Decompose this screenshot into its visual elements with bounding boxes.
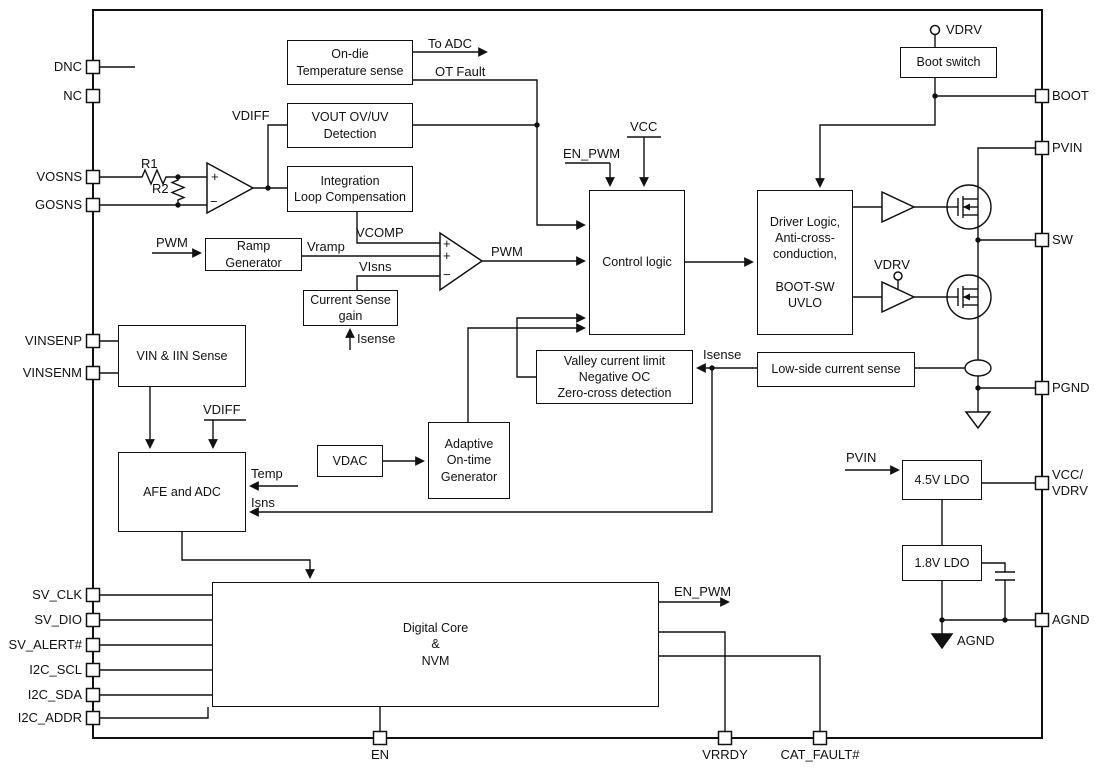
ground-symbols <box>930 411 992 650</box>
pin-label-vinsenp: VINSENP <box>24 333 82 348</box>
pin-label-nc: NC <box>63 88 82 103</box>
block-vin-iin-sense: VIN & IIN Sense <box>118 325 246 387</box>
label-to-adc: To ADC <box>428 36 473 51</box>
pin-squares <box>85 59 1050 746</box>
pin-label-vcc-vdrv: VCC/ VDRV <box>1052 467 1088 498</box>
block-low-side-current-sense: Low-side current sense <box>757 352 915 387</box>
label-ot-fault: OT Fault <box>435 64 486 79</box>
label-agnd-symbol: AGND <box>957 633 995 648</box>
pin-label-sv-dio: SV_DIO <box>34 612 82 627</box>
error-amplifier-opamp <box>206 161 255 215</box>
agnd-ground-symbol <box>930 633 954 650</box>
label-pwm-comparator: PWM <box>491 244 523 259</box>
label-vdrv-driver: VDRV <box>874 257 910 272</box>
pin-label-dnc: DNC <box>53 59 82 74</box>
pin-label-i2c-scl: I2C_SCL <box>29 662 82 677</box>
comparator-plus-sign-1: + <box>443 236 451 251</box>
block-afe-adc: AFE and ADC <box>118 452 246 532</box>
pin-label-sv-alert: SV_ALERT# <box>8 637 82 652</box>
pin-label-vosns: VOSNS <box>36 169 82 184</box>
supply-terminals <box>893 24 941 281</box>
block-current-sense-gain: Current Sense gain <box>303 290 398 326</box>
pin-label-cat-fault: CAT_FAULT# <box>780 747 860 762</box>
label-isense-cs-gain: Isense <box>357 331 396 346</box>
block-vout-ovuv-detection: VOUT OV/UV Detection <box>287 103 413 148</box>
block-integration-loop-compensation: Integration Loop Compensation <box>287 166 413 212</box>
label-isense-valley: Isense <box>703 347 742 362</box>
block-valley-current-limit: Valley current limit Negative OC Zero-cr… <box>536 350 693 404</box>
vdrv-terminal-top <box>929 24 941 36</box>
block-driver-logic: Driver Logic, Anti-cross- conduction, BO… <box>757 190 853 335</box>
label-vdiff-top: VDIFF <box>232 108 270 123</box>
pin-label-sw: SW <box>1052 232 1073 247</box>
high-side-gate-driver <box>881 190 916 224</box>
mosfet-internals <box>949 196 979 308</box>
wires <box>100 34 1035 731</box>
block-ldo-1v8: 1.8V LDO <box>902 545 982 581</box>
pin-label-pgnd: PGND <box>1052 380 1090 395</box>
label-pvin-ldo: PVIN <box>846 450 877 465</box>
opamp-minus-sign: − <box>210 194 218 209</box>
comparator-plus-sign-2: + <box>443 248 451 263</box>
pin-label-vrrdy: VRRDY <box>702 747 748 762</box>
block-ramp-generator: Ramp Generator <box>205 238 302 271</box>
pwm-comparator <box>439 231 484 292</box>
pin-label-i2c-addr: I2C_ADDR <box>17 710 82 725</box>
pin-label-en: EN <box>370 747 390 762</box>
label-r1: R1 <box>141 156 158 171</box>
label-pwm-ramp: PWM <box>156 235 188 250</box>
block-temperature-sense: On-die Temperature sense <box>287 40 413 85</box>
low-side-body-arrow <box>963 293 970 301</box>
label-r2: R2 <box>152 181 169 196</box>
low-side-gate-driver <box>881 280 916 314</box>
vdrv-terminal-driver <box>893 271 903 281</box>
label-en-pwm-control: EN_PWM <box>563 146 621 161</box>
terminal-label-vdrv-top: VDRV <box>946 22 982 37</box>
pin-label-boot: BOOT <box>1052 88 1089 103</box>
block-ldo-4v5: 4.5V LDO <box>902 460 982 500</box>
label-isns: Isns <box>251 495 275 510</box>
current-sense-element <box>964 359 992 377</box>
pgnd-ground-symbol <box>964 411 992 430</box>
label-vcomp: VCOMP <box>356 225 404 240</box>
block-boot-switch: Boot switch <box>900 47 997 78</box>
label-vcc: VCC <box>630 119 658 134</box>
comparator-minus-sign: − <box>443 267 451 282</box>
block-digital-core-nvm: Digital Core & NVM <box>212 582 659 707</box>
label-en-pwm-out: EN_PWM <box>674 584 732 599</box>
pin-label-i2c-sda: I2C_SDA <box>27 687 82 702</box>
label-vdiff-afe: VDIFF <box>203 402 241 417</box>
resistor-r1 <box>138 168 170 186</box>
resistor-r2 <box>170 177 186 205</box>
amplifier-symbols <box>206 161 916 314</box>
opamp-plus-sign: + <box>211 169 219 184</box>
power-device-bodies <box>946 184 992 377</box>
block-adaptive-on-time-generator: Adaptive On-time Generator <box>428 422 510 499</box>
pin-label-vinsenm: VINSENM <box>22 365 82 380</box>
high-side-body-arrow <box>963 203 970 211</box>
label-vramp: Vramp <box>307 239 345 254</box>
block-control-logic: Control logic <box>589 190 685 335</box>
block-vdac: VDAC <box>317 445 383 477</box>
label-visns: VIsns <box>359 259 392 274</box>
pin-label-agnd: AGND <box>1052 612 1090 627</box>
pin-label-sv-clk: SV_CLK <box>32 587 82 602</box>
pin-label-pvin: PVIN <box>1052 140 1083 155</box>
label-temp: Temp <box>251 466 283 481</box>
pin-label-gosns: GOSNS <box>35 197 82 212</box>
junction-dots <box>175 93 1008 623</box>
